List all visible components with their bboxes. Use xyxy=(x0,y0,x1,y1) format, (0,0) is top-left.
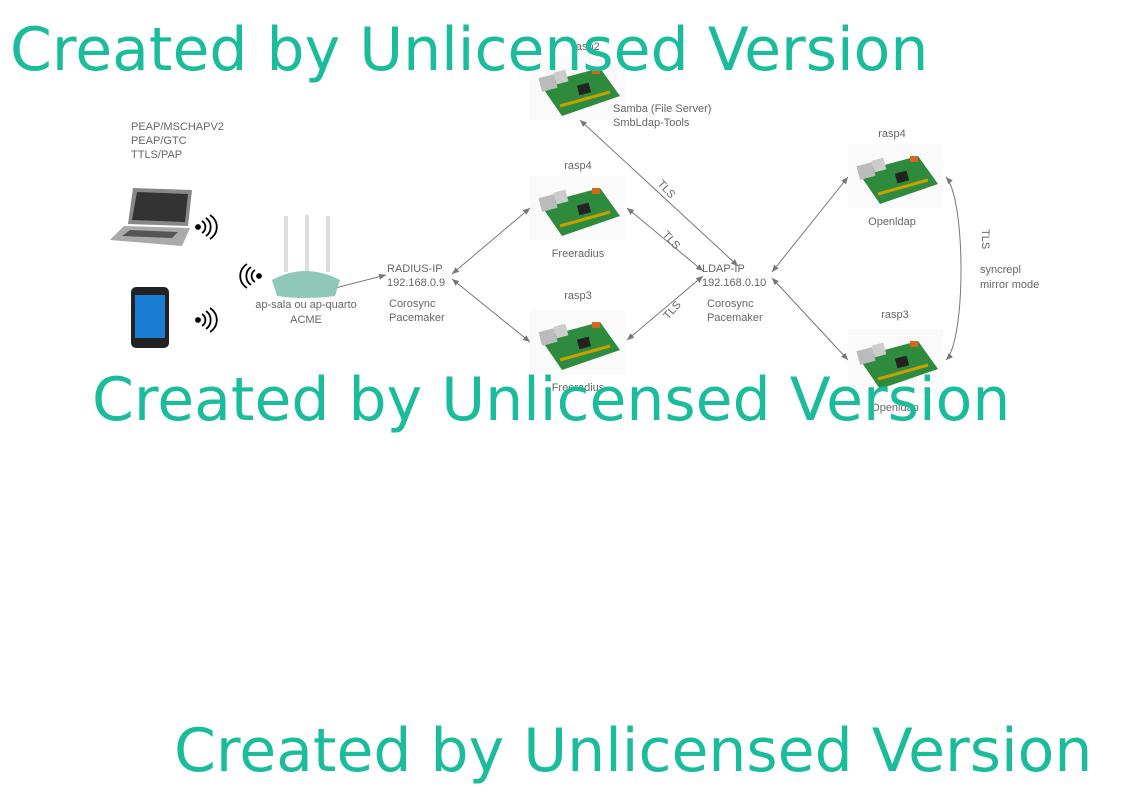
node-role: Openldap xyxy=(868,216,916,228)
raspberry-pi-radius-a xyxy=(528,174,627,242)
edge-syncrepl xyxy=(945,176,962,361)
edge-ldapip-a xyxy=(771,176,849,273)
wifi-icon xyxy=(239,263,262,289)
wifi-icon xyxy=(195,307,218,333)
radius-vip-svc: Corosync xyxy=(389,298,436,310)
node-role: Freeradius xyxy=(552,248,605,260)
ap-org: ACME xyxy=(290,314,322,326)
radius-vip-svc: Pacemaker xyxy=(389,312,445,324)
auth-method: PEAP/MSCHAPV2 xyxy=(131,121,224,133)
node-role: Openldap xyxy=(871,402,919,414)
node-host: rasp3 xyxy=(564,290,592,302)
edge-radius-b-ldap xyxy=(626,275,704,341)
node-host: rasp4 xyxy=(878,128,906,140)
watermark: Created by Unlicensed Version xyxy=(92,365,1010,435)
router-icon xyxy=(272,215,340,298)
laptop-icon xyxy=(110,188,192,246)
ap-name: ap-sala ou ap-quarto xyxy=(255,299,357,311)
sync-label: syncrepl xyxy=(980,264,1021,276)
tls-label: TLS xyxy=(979,229,991,249)
ldap-vip-name: LDAP-IP xyxy=(702,263,745,275)
edge-ldapip-b xyxy=(771,277,849,361)
tls-label: TLS xyxy=(661,299,683,322)
auth-method: TTLS/PAP xyxy=(131,149,182,161)
ldap-vip-svc: Corosync xyxy=(707,298,754,310)
node-role: Samba (File Server) xyxy=(613,103,711,115)
edge-samba-ldap xyxy=(579,119,739,267)
edge-radiusip-b xyxy=(451,278,531,343)
node-host: rasp3 xyxy=(881,309,909,321)
tls-label: TLS xyxy=(660,229,682,252)
ldap-vip-ip: 192.168.0.10 xyxy=(702,277,766,289)
node-role: Freeradius xyxy=(552,382,605,394)
radius-vip-name: RADIUS-IP xyxy=(387,263,443,275)
edge-radius-a-ldap xyxy=(626,207,704,272)
sync-label: mirror mode xyxy=(980,279,1039,291)
watermark: Created by Unlicensed Version xyxy=(174,716,1092,786)
node-role: SmbLdap-Tools xyxy=(613,117,690,129)
watermark: Created by Unlicensed Version xyxy=(10,15,928,85)
raspberry-pi-ldap-a xyxy=(846,142,945,210)
radius-vip-ip: 192.168.0.9 xyxy=(387,277,445,289)
node-host: rasp4 xyxy=(564,160,592,172)
auth-method: PEAP/GTC xyxy=(131,135,187,147)
tls-label: TLS xyxy=(655,178,677,201)
ldap-vip-svc: Pacemaker xyxy=(707,312,763,324)
node-host: rasp2 xyxy=(572,41,600,53)
tablet-icon xyxy=(131,287,169,348)
edge-radiusip-a xyxy=(451,207,531,275)
wifi-icon xyxy=(195,214,218,240)
